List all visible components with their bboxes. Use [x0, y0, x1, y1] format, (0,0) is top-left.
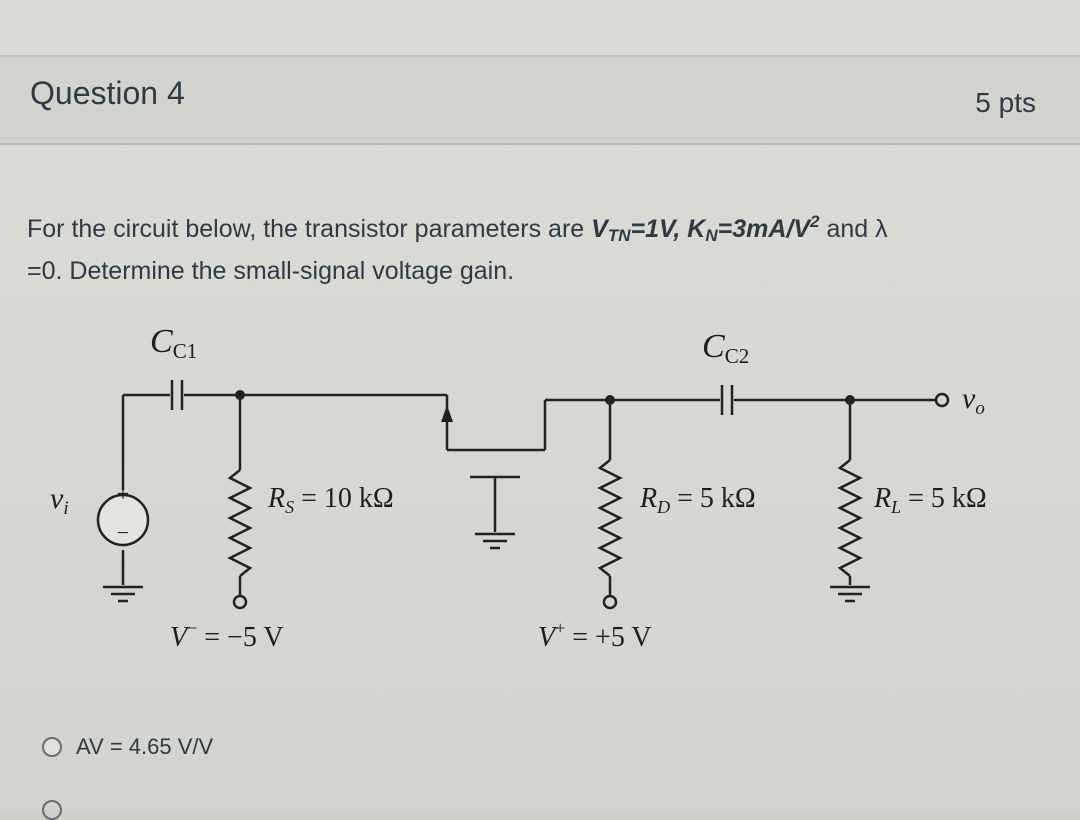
capacitor-cc1-icon: [170, 380, 184, 410]
capacitor-cc2-icon: [720, 385, 734, 415]
vplus-terminal-icon: [602, 594, 618, 610]
question-text-intro: For the circuit below, the transistor pa…: [27, 215, 592, 243]
radio-button[interactable]: [42, 737, 62, 757]
minus-sign: −: [117, 520, 129, 545]
vminus-label: V− = −5 V: [170, 618, 284, 653]
junction-dot-icon: [235, 390, 245, 400]
rl-label: RL = 5 kΩ: [873, 483, 987, 517]
cc1-label: CC1: [150, 323, 197, 363]
plus-sign: +: [117, 481, 129, 506]
rs-label: RS = 10 kΩ: [267, 483, 394, 517]
junction-dot-icon: [845, 395, 855, 405]
answer-option-1[interactable]: AV = 4.65 V/V: [42, 734, 213, 760]
vo-label: vo: [962, 382, 985, 419]
ground-icon: [830, 585, 870, 603]
ground-icon: [103, 585, 143, 603]
voltage-source-icon: [96, 493, 150, 547]
lambda-symbol: λ: [875, 215, 888, 243]
source-arrow-icon: [441, 405, 453, 422]
circuit-wires: [121, 393, 935, 595]
question-header: Question 4 5 pts: [0, 55, 1080, 145]
question-text-and: and: [819, 215, 876, 243]
question-text-task: =0. Determine the small-signal voltage g…: [27, 257, 515, 285]
cc2-label: CC2: [702, 328, 749, 368]
ground-icon: [475, 532, 515, 550]
junction-dot-icon: [605, 395, 615, 405]
answer-option-label: AV = 4.65 V/V: [76, 734, 214, 759]
radio-button-partial[interactable]: [42, 800, 62, 820]
vminus-terminal-icon: [232, 594, 248, 610]
rd-label: RD = 5 kΩ: [639, 483, 756, 517]
question-text: For the circuit below, the transistor pa…: [27, 208, 1047, 292]
question-title: Question 4: [30, 75, 185, 111]
output-terminal-icon: [934, 392, 950, 408]
vi-label: vi: [50, 482, 69, 519]
question-points: 5 pts: [975, 87, 1036, 118]
vplus-label: V+ = +5 V: [538, 618, 652, 653]
kn-symbol: KN=3mA/V2: [687, 212, 820, 245]
vtn-symbol: VTN=1V,: [591, 215, 688, 245]
circuit-diagram: + − CC1 CC2 vi vo RS = 10 kΩ RD = 5 kΩ R…: [50, 323, 987, 653]
